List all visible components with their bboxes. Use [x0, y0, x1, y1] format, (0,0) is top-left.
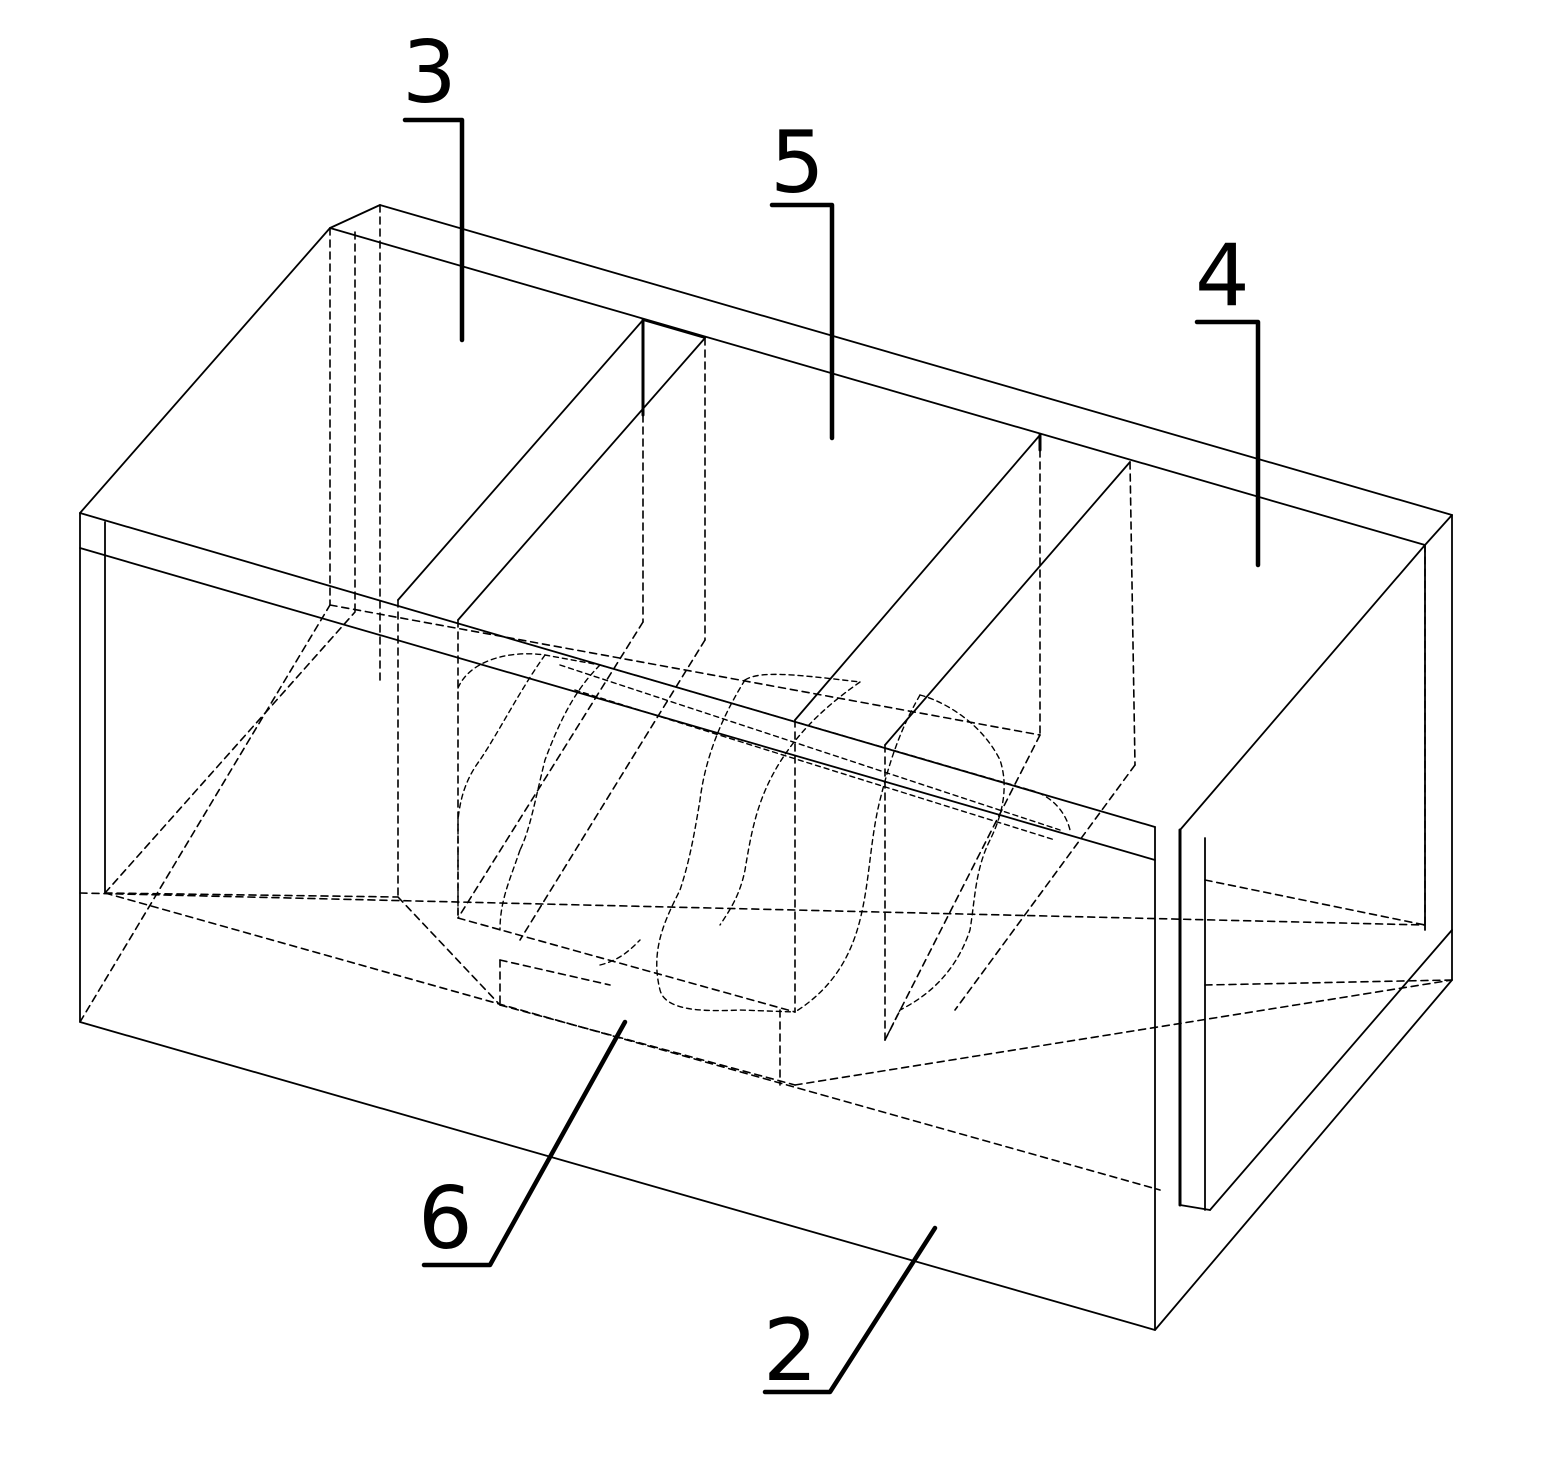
reference-numeral-5: 5: [770, 113, 825, 213]
outer-block: [79, 204, 1453, 1331]
reference-numeral-6: 6: [418, 1169, 473, 1269]
label-6: 6: [418, 1019, 628, 1269]
reference-numeral-2: 2: [763, 1301, 818, 1401]
label-4: 4: [1194, 226, 1261, 568]
label-2: 2: [762, 1225, 938, 1401]
reference-numeral-3: 3: [402, 23, 457, 123]
hidden-channel: [457, 653, 1071, 1041]
partition-walls: [397, 318, 1131, 746]
reference-numeral-4: 4: [1195, 226, 1250, 326]
label-5: 5: [769, 113, 835, 441]
hidden-lines: [79, 204, 1453, 1191]
label-3: 3: [402, 23, 465, 343]
